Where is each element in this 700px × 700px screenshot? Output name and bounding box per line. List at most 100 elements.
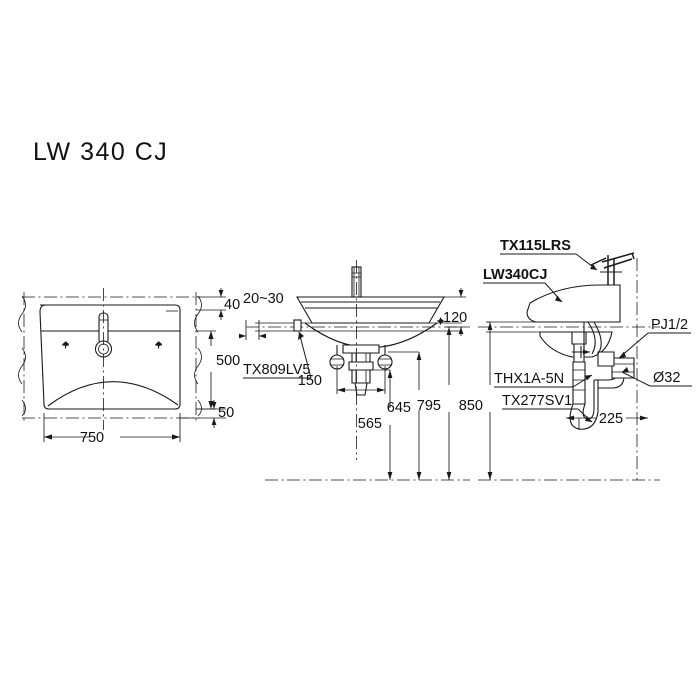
dim-150-arrow-r: [377, 387, 385, 393]
dim-2030-arrow-l: [239, 333, 246, 339]
dim-850: 850: [459, 321, 493, 480]
callout-tx115lrs-label: TX115LRS: [500, 238, 571, 254]
break-symbol-left-top: [18, 295, 26, 333]
dim-750-arrow-right: [172, 434, 180, 440]
fixing-mark-right-arrow: [155, 341, 162, 347]
section-drain-flange: [342, 344, 380, 354]
side-p-trap: [569, 351, 635, 430]
dim-50-label: 50: [218, 405, 234, 421]
front-section-view: 20~30 120 TX809LV5: [239, 260, 470, 481]
dim-225-arrow-l: [566, 415, 574, 421]
dim-750-label: 750: [80, 430, 104, 446]
anchor-right-mark: [437, 318, 444, 324]
dim-565: 565: [358, 369, 393, 480]
dim-850-arrow-bot: [487, 472, 493, 480]
supply-left-handle-lines: [330, 358, 344, 366]
dim-795-arrow-bot: [446, 472, 452, 480]
break-symbol-left-mid: [18, 347, 26, 385]
break-symbol-left-bot: [21, 399, 26, 417]
callout-lw340cj-label: LW340CJ: [483, 267, 547, 283]
callout-dia32: Ø32: [621, 367, 692, 387]
dim-795-arrow-top: [446, 327, 452, 335]
side-supply-lines: [583, 321, 602, 355]
dim-150-label: 150: [298, 373, 322, 389]
callout-tx115lrs: TX115LRS: [500, 238, 598, 271]
side-tailpipe-joints: [573, 369, 585, 391]
callout-tx809lv5: TX809LV5: [243, 331, 312, 379]
dim-645-arrow-top: [416, 352, 422, 360]
dim-front-width: 750: [43, 413, 181, 446]
dim-645-arrow-bot: [416, 472, 422, 480]
dim-645: 645: [387, 351, 422, 480]
supply-pipe-curve-a: [587, 321, 596, 355]
valve-arrow: [583, 349, 590, 355]
dim-40-arrow-top: [218, 290, 224, 297]
side-elevation-view: TX115LRS LW340CJ PJ1/2 Ø32: [459, 238, 692, 481]
dim-120-label: 120: [443, 310, 467, 326]
dim-225-arrow-r: [640, 415, 648, 421]
dim-850-label: 850: [459, 398, 483, 414]
side-drain-flange: [571, 331, 587, 345]
front-bowl-curve: [47, 381, 179, 407]
callout-tx277sv1: TX277SV1: [502, 393, 593, 423]
callout-pj12-label: PJ1/2: [651, 317, 688, 333]
dim-645-label: 645: [387, 400, 411, 416]
dim-front-height: 500: [196, 330, 240, 410]
dim-225-label: 225: [599, 411, 623, 427]
dim-50-arrow-top: [211, 402, 217, 409]
dim-120-arrow-top: [458, 290, 464, 297]
callout-tx277sv1-label: TX277SV1: [502, 393, 572, 409]
side-basin-upper: [526, 284, 621, 323]
side-faucet-spout-tip: [631, 252, 635, 260]
dim-supply-spacing: 150: [298, 366, 386, 394]
break-symbol-right-top: [194, 295, 202, 333]
section-rim-outline: [296, 296, 445, 324]
dim-front-top-rim: 40: [196, 288, 240, 320]
dim-50-arrow-bot: [211, 418, 217, 425]
section-wall-anchors: [293, 317, 444, 332]
page-title: LW 340 CJ: [33, 138, 169, 166]
side-faucet-spout: [601, 252, 635, 263]
side-faucet: [590, 252, 635, 285]
dim-front-bottom-lip: 50: [180, 400, 234, 428]
supply-pipe-curve-b: [593, 321, 602, 355]
dim-750-arrow-left: [44, 434, 52, 440]
dim-225: 225: [566, 411, 648, 430]
dim-565-arrow-top: [387, 370, 393, 378]
callout-tx115lrs-arrow: [590, 264, 597, 270]
dim-120-arrow-bot: [458, 327, 464, 334]
callout-tx277sv1-arrow: [585, 416, 592, 422]
side-faucet-lever: [590, 257, 607, 266]
callout-dia32-arrow: [622, 367, 629, 373]
callout-pj12-arrow: [619, 351, 626, 358]
callout-thx1a5n-label: THX1A-5N: [494, 371, 564, 387]
side-faucet-spout-lower: [603, 258, 633, 269]
side-drain-body: [573, 343, 585, 363]
anchor-left: [293, 319, 302, 332]
dim-basin-depth: 120: [443, 288, 467, 336]
dim-795: 795: [417, 326, 452, 480]
dim-40-arrow-bot: [218, 310, 224, 317]
section-faucet-stem-lines: [353, 267, 360, 297]
dim-565-arrow-bot: [387, 472, 393, 480]
section-drain-outlet: [354, 382, 368, 396]
callout-tx809lv5-leader: [298, 331, 312, 379]
front-fixing-marks: [62, 341, 162, 349]
supply-right-handle-lines: [378, 358, 392, 366]
dim-2030-arrow-r: [259, 333, 266, 339]
trap-coupling: [597, 351, 615, 367]
dim-40-label: 40: [224, 297, 240, 313]
dim-565-label: 565: [358, 416, 382, 432]
callout-tx809lv5-arrow: [298, 332, 304, 340]
front-elevation-view: 750 500 40: [18, 288, 240, 446]
section-drain-nut: [348, 361, 374, 371]
dim-wall-gap: 20~30: [239, 291, 284, 340]
break-symbol-right-mid: [194, 347, 202, 385]
dim-850-arrow-top: [487, 322, 493, 330]
callout-lw340cj: LW340CJ: [483, 267, 563, 303]
fixing-mark-left-arrow: [62, 341, 69, 347]
callout-thx1a5n: THX1A-5N: [494, 371, 593, 388]
dim-2030-label: 20~30: [243, 291, 284, 307]
